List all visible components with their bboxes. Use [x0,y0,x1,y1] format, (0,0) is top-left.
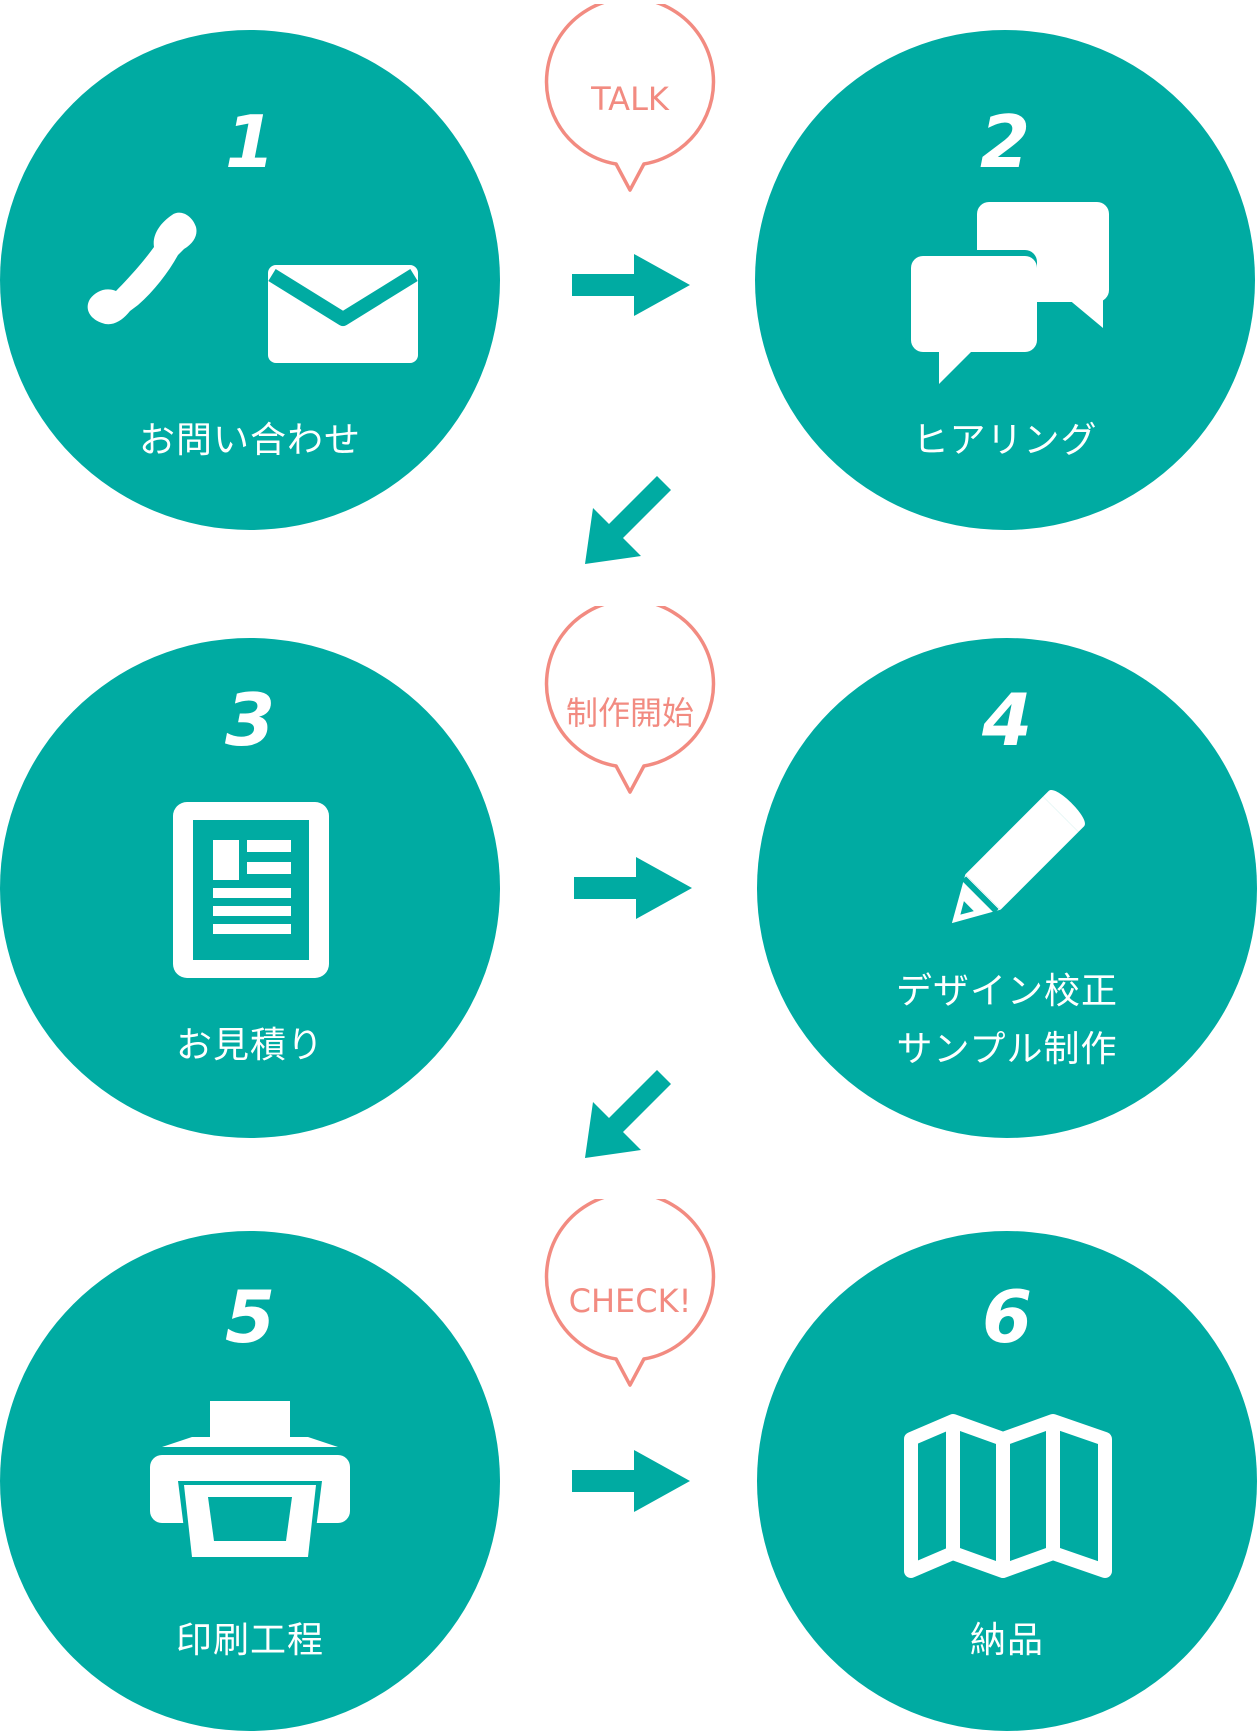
step-number: 4 [981,678,1033,762]
step-number: 6 [981,1275,1033,1359]
start-bubble-shape [544,606,716,794]
document-icon [173,802,329,978]
check-bubble-text: CHECK! [568,1282,692,1320]
arrow-right-icon [574,857,692,919]
chat-bubbles-icon [905,202,1109,384]
map-icon [904,1414,1112,1578]
step-label: 納品 [969,1620,1044,1661]
step-3-circle: 3 お見積り [0,638,500,1138]
step-6-circle: 6 納品 [757,1231,1257,1731]
step-4-circle: 4 デザイン校正 サンプル制作 [757,638,1257,1138]
step-label: お問い合わせ [138,420,361,461]
step-2-circle: 2 ヒアリング [755,30,1255,530]
check-bubble-shape [544,1199,716,1387]
arrow-down-left-icon [585,476,671,564]
arrow-down-left-icon [585,1070,671,1158]
pencil-icon [951,789,1086,924]
step-number: 5 [224,1275,276,1359]
arrow-right-icon [572,254,690,316]
printer-icon [150,1401,350,1561]
step-1-circle: 1 お問い合わせ [0,30,500,530]
step-label: 印刷工程 [175,1620,324,1661]
step-label-line1: デザイン校正 [895,971,1118,1012]
talk-bubble-shape [544,4,716,192]
arrow-right-icon [572,1450,690,1512]
step-number: 2 [979,100,1031,184]
step-5-circle: 5 印刷工程 [0,1231,500,1731]
step-label: お見積り [175,1025,324,1066]
phone-icon [87,212,197,325]
talk-bubble-text: TALK [591,80,669,118]
step-number: 3 [224,678,276,762]
step-label-line2: サンプル制作 [896,1029,1118,1070]
start-bubble-text: 制作開始 [565,694,694,732]
mail-icon [268,265,418,363]
step-number: 1 [224,100,276,184]
step-label: ヒアリング [912,420,1098,461]
